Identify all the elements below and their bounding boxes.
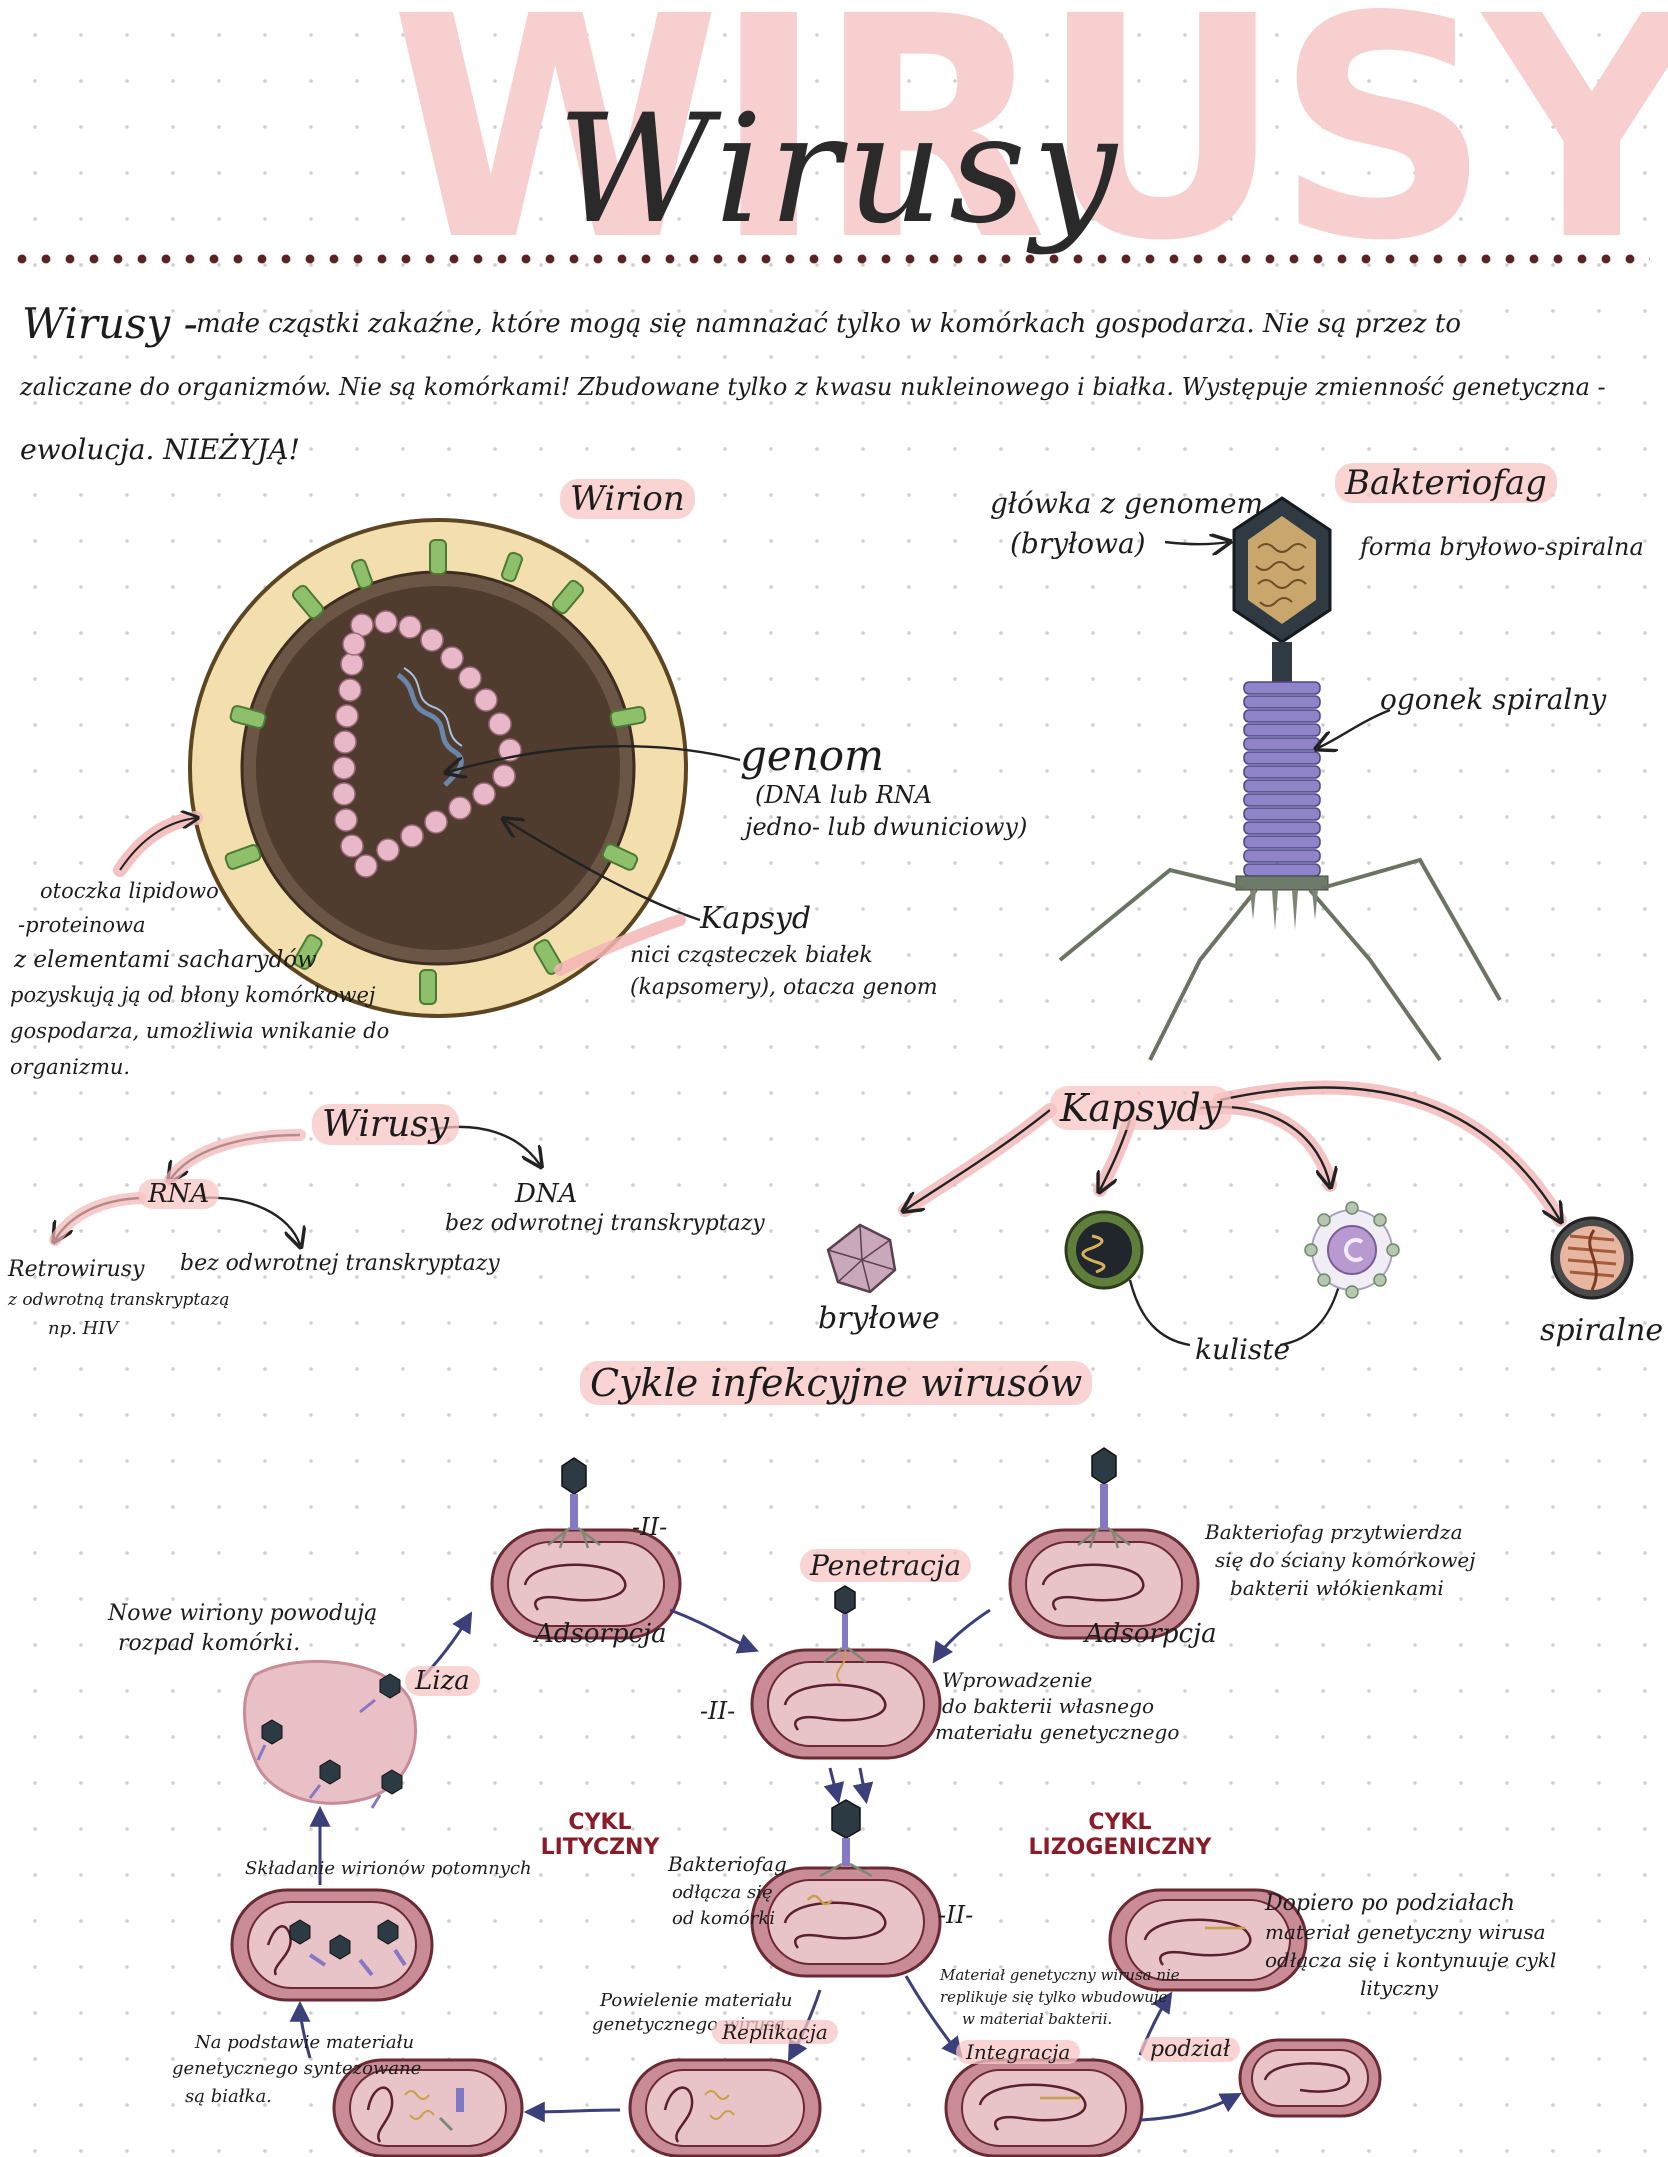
capsids-title: Kapsydy [1050, 1085, 1233, 1133]
class-rna-no-rt: bez odwrotnej transkryptazy [180, 1251, 500, 1276]
envelope-line-5: gospodarza, umożliwia wnikanie do [10, 1019, 390, 1043]
capsid-polyhedral-label: bryłowe [818, 1301, 940, 1336]
intro-line-2: zaliczane do organizmów. Nie są komórkam… [20, 373, 1606, 401]
phage-tail-label: ogonek spiralny [1380, 683, 1607, 716]
inject-note-3: materiału genetycznego [935, 1720, 1180, 1744]
title-script: Wirusy [557, 83, 1123, 257]
lysogenic-cycle-line-1: CYKL [1088, 1810, 1152, 1835]
class-root: Wirusy [312, 1102, 460, 1147]
lytic-cycle-line-2: LITYCZNY [540, 1835, 660, 1861]
class-dna: DNA [515, 1179, 578, 1209]
lysogenic-cycle-line-2: LIZOGENICZNY [1028, 1835, 1212, 1861]
virion-label: Wirion [560, 478, 695, 521]
later-note-2: materiał genetyczny wirusa [1265, 1920, 1546, 1944]
class-retro-1: Retrowirusy [8, 1257, 145, 1282]
lysis-label: Liza [405, 1665, 480, 1698]
capsid-detail-1: nici cząsteczek białek [630, 943, 873, 968]
same-mark-2: -II- [700, 1697, 736, 1725]
genome-detail-1: (DNA lub RNA [755, 781, 933, 809]
cycles-title: Cykle infekcyjne wirusów [580, 1360, 1093, 1408]
inject-note-2: do bakterii własnego [942, 1694, 1154, 1718]
capsid-spherical-icon-2 [1304, 1201, 1400, 1299]
detach-note-2: odłącza się [672, 1882, 773, 1903]
class-retro-2: z odwrotną transkryptazą [8, 1290, 230, 1310]
synthesis-note-1: Na podstawie materiału [195, 2032, 415, 2053]
integration-note-3: w materiał bakterii. [962, 2010, 1113, 2028]
cycle-diagram [230, 1447, 1382, 2157]
envelope-line-6: organizmu. [10, 1055, 131, 1079]
attach-note-2: się do ściany komórkowej [1215, 1548, 1476, 1572]
same-mark-3: -II- [938, 1901, 974, 1929]
adsorption-left: Adsorpcja [535, 1619, 667, 1649]
dotted-divider [10, 252, 1650, 266]
phage-title: Bakteriofag [1335, 462, 1557, 505]
capsid-label: Kapsyd [700, 901, 812, 936]
genome-label: genom [740, 731, 884, 780]
lytic-cycle-label: CYKL LITYCZNY [535, 1810, 665, 1861]
capsid-helical-label: spiralne [1540, 1313, 1664, 1348]
envelope-line-1: otoczka lipidowo [40, 879, 219, 903]
division-label: podział [1140, 2036, 1241, 2064]
phage-form: forma bryłowo-spiralna [1360, 533, 1644, 561]
replication-label: Replikacja [712, 2020, 838, 2045]
later-note-3: odłącza się i kontynuuje cykl [1265, 1948, 1557, 1972]
genome-detail-2: jedno- lub dwuniciowy) [745, 813, 1028, 841]
later-note-4: lityczny [1360, 1976, 1439, 2000]
envelope-line-4: pozyskują ją od błony komórkowej [10, 983, 376, 1007]
integration-note-1: Materiał genetyczny wirusa nie [940, 1966, 1180, 1984]
envelope-line-2: -proteinowa [18, 913, 146, 937]
bacteriophage-illustration [1058, 496, 1502, 1062]
intro-lead: Wirusy - [22, 299, 198, 348]
attach-note-3: bakterii włókienkami [1230, 1576, 1444, 1600]
replication-note-1: Powielenie materiału [600, 1990, 793, 2011]
class-retro-3: np. HIV [48, 1318, 119, 1339]
attach-note-1: Bakteriofag przytwierdza [1205, 1520, 1463, 1544]
phage-head-label-2: (bryłowa) [1010, 527, 1146, 560]
intro-line-1: małe cząstki zakaźne, które mogą się nam… [196, 309, 1461, 339]
later-note-1: Dopiero po podziałach [1265, 1891, 1515, 1916]
assembly-note: Składanie wirionów potomnych [245, 1858, 532, 1879]
lysogenic-cycle-label: CYKL LIZOGENICZNY [1020, 1810, 1220, 1861]
adsorption-right: Adsorpcja [1085, 1619, 1217, 1649]
penetration-label: Penetracja [800, 1548, 972, 1583]
capsid-spherical-icon-1 [1064, 1210, 1144, 1290]
new-virions-note-1: Nowe wiriony powodują [108, 1601, 378, 1626]
detach-note-3: od komórki [672, 1908, 775, 1929]
synthesis-note-3: są białka. [185, 2086, 272, 2107]
new-virions-note-2: rozpad komórki. [118, 1631, 301, 1656]
envelope-line-3: z elementami sacharydów [14, 947, 317, 973]
virion-illustration [188, 518, 688, 1018]
same-mark-1: -II- [632, 1513, 668, 1541]
phage-head-label-1: główka z genomem [990, 487, 1264, 520]
synthesis-note-2: genetycznego syntezowane [172, 2058, 422, 2079]
capsid-spherical-label: kuliste [1195, 1333, 1291, 1366]
intro-line-3: ewolucja. NIEŻYJĄ! [20, 433, 300, 466]
integration-note-2: replikuje się tylko wbudowuje [940, 1988, 1168, 2006]
lytic-cycle-line-1: CYKL [568, 1810, 632, 1835]
detach-note-1: Bakteriofag [668, 1852, 787, 1876]
capsid-helical-icon [1550, 1216, 1634, 1300]
integration-label: Integracja [956, 2040, 1081, 2065]
class-dna-note: bez odwrotnej transkryptazy [445, 1211, 765, 1236]
capsid-polyhedral-icon [826, 1223, 897, 1294]
class-rna: RNA [138, 1178, 220, 1211]
inject-note-1: Wprowadzenie [942, 1668, 1093, 1692]
capsid-detail-2: (kapsomery), otacza genom [630, 975, 938, 1000]
